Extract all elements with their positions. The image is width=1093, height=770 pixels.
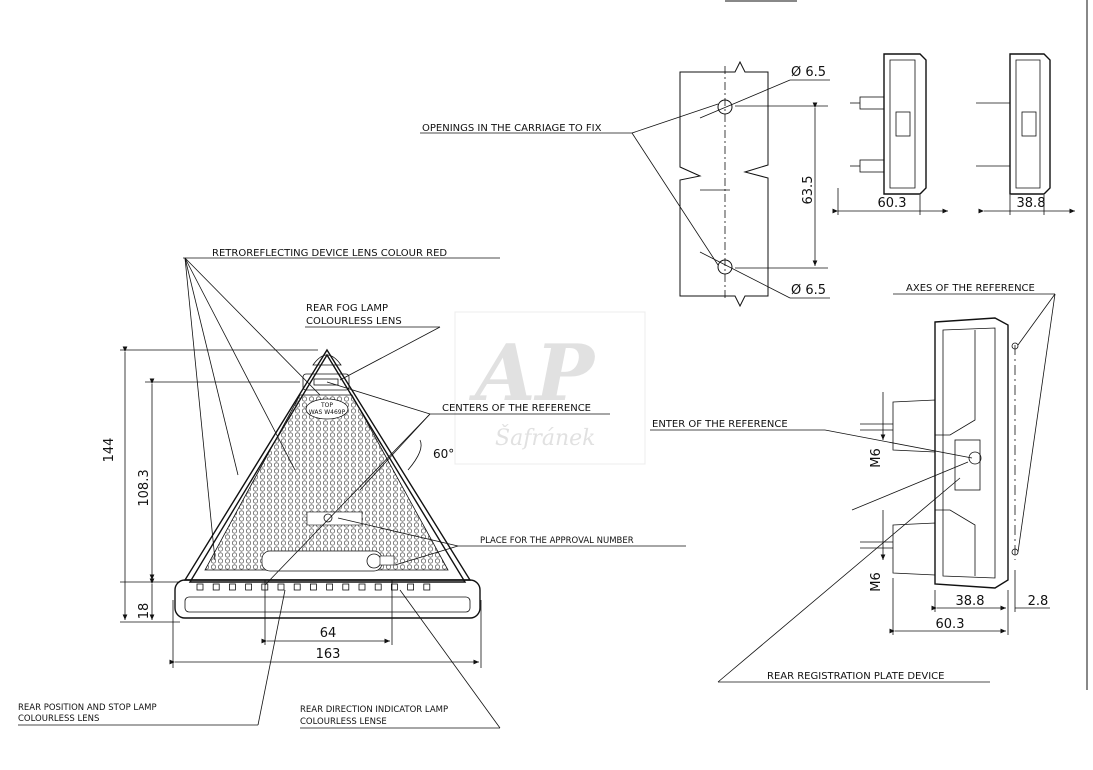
dim-2-8: 2.8 <box>1028 594 1049 609</box>
led-cell <box>196 583 204 591</box>
label-angle: 60° <box>433 447 454 461</box>
top-plate-line1: TOP <box>320 402 333 409</box>
led-cell <box>342 583 350 591</box>
side-view-a: 60.3 <box>832 53 948 215</box>
dim-163: 163 <box>316 647 341 662</box>
label-fog-2: COLOURLESS LENS <box>306 316 402 327</box>
watermark-logo: AP <box>468 328 597 419</box>
watermark: AP Šafránek <box>454 311 646 465</box>
dim-60-3-side: 60.3 <box>936 617 965 632</box>
dim-m6-top: M6 <box>869 448 884 468</box>
side-view-large: M6 M6 38.8 2.8 60.3 AXES OF THE REFERENC… <box>650 283 1056 683</box>
dim-hole-top: Ø 6.5 <box>791 65 826 80</box>
dim-38-8-side: 38.8 <box>956 594 985 609</box>
led-cell <box>390 583 398 591</box>
label-indicator-1: REAR DIRECTION INDICATOR LAMP <box>300 705 448 715</box>
led-cell <box>293 583 301 591</box>
led-cell <box>326 583 334 591</box>
label-approval: PLACE FOR THE APPROVAL NUMBER <box>480 536 634 546</box>
label-fog-1: REAR FOG LAMP <box>306 303 388 314</box>
led-cell <box>358 583 366 591</box>
led-cell <box>245 583 253 591</box>
label-pos-stop-1: REAR POSITION AND STOP LAMP <box>18 703 157 713</box>
label-rear-reg: REAR REGISTRATION PLATE DEVICE <box>767 671 944 682</box>
led-cell <box>228 583 236 591</box>
triangle-lamp-front-view: TOP WAS W469P <box>174 348 481 619</box>
dim-18: 18 <box>137 603 152 620</box>
lamp-markings <box>261 550 395 572</box>
led-cell <box>407 583 415 591</box>
watermark-name: Šafránek <box>495 424 595 451</box>
dim-60-3-top: 60.3 <box>878 196 907 211</box>
dim-64: 64 <box>320 626 337 641</box>
front-callouts: RETROREFLECTING DEVICE LENS COLOUR RED R… <box>18 248 686 729</box>
top-plate-line2: WAS W469P <box>309 409 346 416</box>
label-indicator-2: COLOURLESS LENSE <box>300 717 387 727</box>
carriage-holes-view: 63.5 Ø 6.5 Ø 6.5 OPENINGS IN THE CARRIAG… <box>420 60 830 308</box>
dim-63-5: 63.5 <box>801 176 816 205</box>
dim-m6-bottom: M6 <box>869 572 884 592</box>
label-openings: OPENINGS IN THE CARRIAGE TO FIX <box>422 123 602 134</box>
front-dimensions: 144 108.3 18 64 163 <box>102 346 482 668</box>
label-axes: AXES OF THE REFERENCE <box>906 283 1035 294</box>
label-center-ref: ENTER OF THE REFERENCE <box>652 419 788 430</box>
label-centers: CENTERS OF THE REFERENCE <box>442 403 591 414</box>
led-cell <box>374 583 382 591</box>
retroreflector-area <box>204 394 449 571</box>
side-view-b: 38.8 <box>976 53 1075 215</box>
dim-144: 144 <box>102 438 117 463</box>
led-cell <box>423 583 431 591</box>
label-pos-stop-2: COLOURLESS LENS <box>18 714 99 724</box>
dim-38-8-top: 38.8 <box>1017 196 1046 211</box>
dim-hole-bottom: Ø 6.5 <box>791 283 826 298</box>
dim-108-3: 108.3 <box>137 469 152 506</box>
led-cell <box>277 583 285 591</box>
led-cell <box>309 583 317 591</box>
lamp-led-row <box>196 583 431 591</box>
led-cell <box>212 583 220 591</box>
label-retro: RETROREFLECTING DEVICE LENS COLOUR RED <box>212 248 447 259</box>
